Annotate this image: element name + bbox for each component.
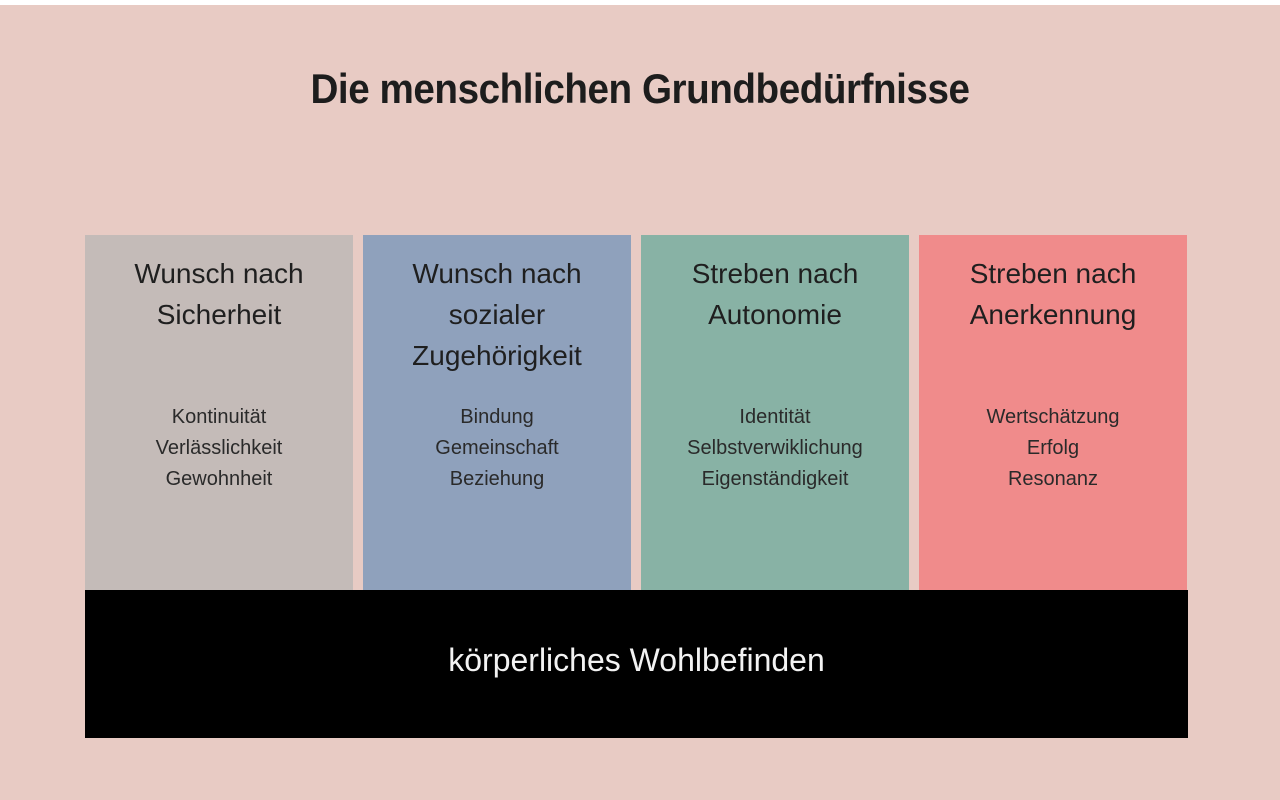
column-heading: Wunsch nach Sicherheit <box>85 253 353 335</box>
column-heading: Streben nach Autonomie <box>641 253 909 335</box>
list-item: Gewohnheit <box>165 468 273 490</box>
list-item: Verlässlichkeit <box>155 437 283 459</box>
column-items: Identität Selbstverwiklichung Eigenständ… <box>641 402 909 495</box>
heading-line: Autonomie <box>708 299 842 330</box>
list-item: Wertschätzung <box>986 406 1120 428</box>
list-item: Gemeinschaft <box>435 437 559 459</box>
diagram-title: Die menschlichen Grundbedürfnisse <box>310 65 970 112</box>
base-label: körperliches Wohlbefinden <box>448 642 825 678</box>
list-item: Resonanz <box>1007 468 1099 490</box>
column-anerkennung: Streben nach Anerkennung Wertschätzung E… <box>919 235 1187 591</box>
heading-line: Wunsch nach <box>412 258 582 289</box>
list-item: Selbstverwiklichung <box>687 437 863 459</box>
heading-line: sozialer <box>448 299 546 330</box>
diagram-canvas: Die menschlichen Grundbedürfnisse Wunsch… <box>0 5 1280 800</box>
column-autonomie: Streben nach Autonomie Identität Selbstv… <box>641 235 909 591</box>
list-item: Bindung <box>460 406 534 428</box>
list-item: Eigenständigkeit <box>701 468 849 490</box>
list-item: Identität <box>739 406 811 428</box>
column-items: Wertschätzung Erfolg Resonanz <box>919 402 1187 495</box>
heading-line: Streben nach <box>969 258 1137 289</box>
list-item: Kontinuität <box>171 406 267 428</box>
heading-line: Sicherheit <box>156 299 282 330</box>
column-heading: Streben nach Anerkennung <box>919 253 1187 335</box>
column-zugehoerigkeit: Wunsch nach sozialer Zugehörigkeit Bindu… <box>363 235 631 591</box>
heading-line: Zugehörigkeit <box>412 340 582 371</box>
base-block: körperliches Wohlbefinden <box>85 590 1188 738</box>
heading-line: Anerkennung <box>969 299 1137 330</box>
column-items: Bindung Gemeinschaft Beziehung <box>363 402 631 495</box>
heading-line: Wunsch nach <box>134 258 304 289</box>
list-item: Erfolg <box>1026 437 1080 459</box>
column-items: Kontinuität Verlässlichkeit Gewohnheit <box>85 402 353 495</box>
list-item: Beziehung <box>449 468 545 490</box>
heading-line: Streben nach <box>691 258 859 289</box>
column-heading: Wunsch nach sozialer Zugehörigkeit <box>363 253 631 376</box>
column-sicherheit: Wunsch nach Sicherheit Kontinuität Verlä… <box>85 235 353 591</box>
